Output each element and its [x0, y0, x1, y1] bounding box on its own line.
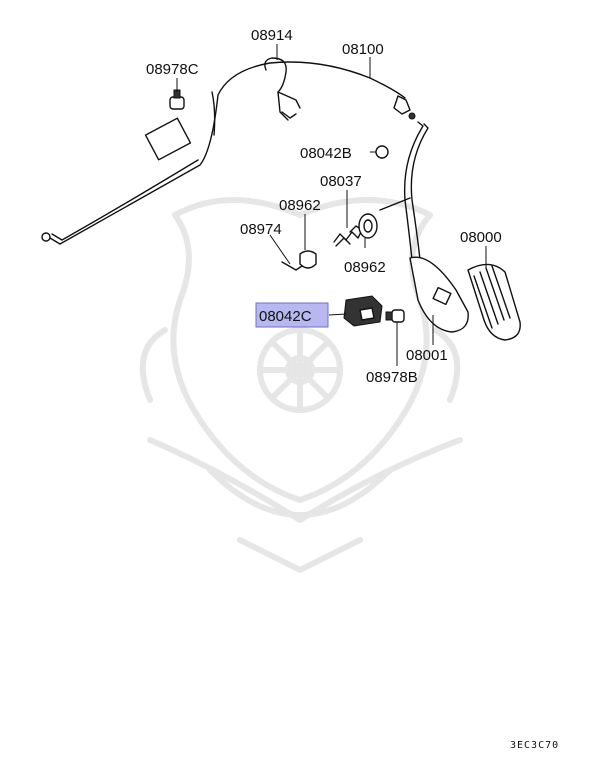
label-08001[interactable]: 08001 [406, 347, 448, 364]
label-08042b[interactable]: 08042B [300, 145, 352, 162]
stopper-08042c[interactable] [343, 295, 383, 327]
bushing-08042b[interactable] [375, 145, 389, 159]
bushing-08962-b[interactable] [358, 213, 378, 239]
selected-part-highlight [255, 302, 329, 328]
bolt-08978b[interactable] [385, 309, 405, 323]
bushing-08962-a[interactable] [299, 250, 317, 269]
label-08974[interactable]: 08974 [240, 221, 282, 238]
samurai-watermark [139, 197, 463, 573]
label-08914[interactable]: 08914 [251, 27, 293, 44]
cable-clip[interactable] [264, 57, 301, 121]
label-08000[interactable]: 08000 [460, 229, 502, 246]
pedal-arm[interactable] [379, 121, 469, 333]
part-labels: 08914 08100 08978C 08042B 08037 08962 08… [146, 27, 502, 386]
label-08962-b[interactable]: 08962 [344, 259, 386, 276]
cable-end[interactable] [393, 95, 416, 120]
label-08042c[interactable]: 08042C [259, 308, 312, 325]
label-08100[interactable]: 08100 [342, 41, 384, 58]
pedal-pad[interactable] [467, 263, 521, 341]
label-08978b[interactable]: 08978B [366, 369, 418, 386]
diagram-reference-code: 3EC3C70 [510, 740, 559, 751]
label-08037[interactable]: 08037 [320, 173, 362, 190]
label-08962-a[interactable]: 08962 [279, 197, 321, 214]
bolt-08978c[interactable] [169, 89, 185, 110]
pin-08974[interactable] [281, 261, 303, 271]
return-spring[interactable] [333, 225, 363, 247]
label-08978c[interactable]: 08978C [146, 61, 199, 78]
leader-lines [176, 44, 487, 366]
